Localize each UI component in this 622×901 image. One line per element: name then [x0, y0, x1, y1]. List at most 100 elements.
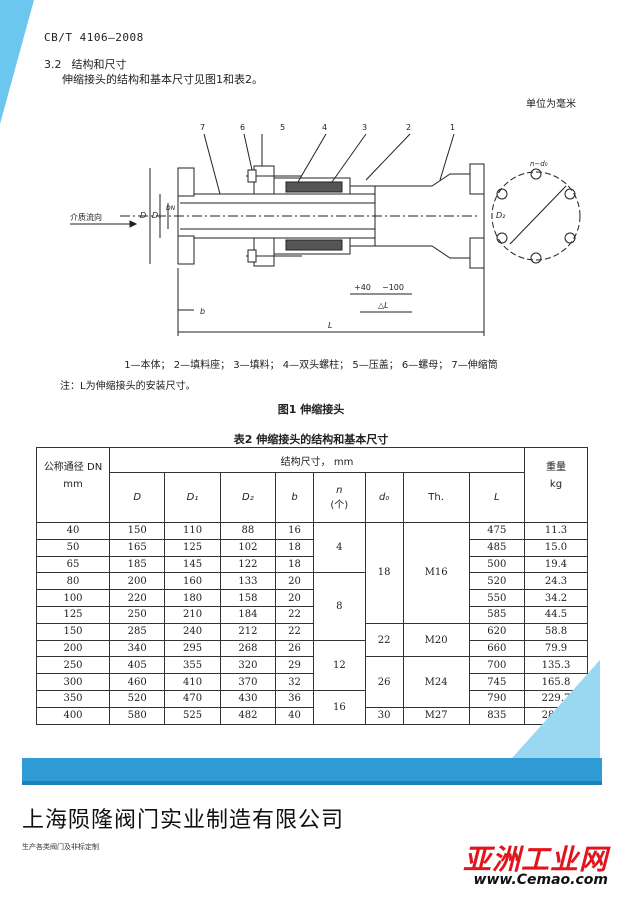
- table-row: 400 580 525 482 40 30 M27 835 281.7: [36, 706, 588, 725]
- header-col-n-label: n: [336, 484, 343, 496]
- cell-D: 185: [108, 555, 166, 574]
- cell-L: 485: [468, 538, 526, 557]
- section-title: 结构和尺寸: [71, 58, 127, 71]
- corner-decoration-bottom-right: [512, 660, 600, 758]
- cell-b: 22: [275, 622, 314, 641]
- header-dn: 公称通径 DN mm: [36, 447, 110, 523]
- cell-b: 40: [275, 706, 314, 725]
- cell-dn: 200: [36, 639, 110, 658]
- dim-b-label: b: [200, 307, 205, 316]
- cell-D1: 525: [164, 706, 221, 725]
- cell-D: 150: [108, 522, 166, 540]
- cell-weight: 58.8: [524, 622, 588, 641]
- cell-b: 32: [275, 673, 314, 691]
- dimensions-table: 公称通径 DN mm 结构尺寸， mm 重量 kg D D₁ D₂ b n (个…: [36, 447, 588, 725]
- part-5-label: 5: [280, 123, 285, 132]
- part-7-label: 7: [200, 123, 205, 132]
- table-row: 300 460 410 370 32 745 165.8: [36, 673, 588, 691]
- cell-b: 20: [275, 572, 314, 591]
- flow-direction-label: 介质流向: [70, 212, 102, 222]
- header-dn-label: 公称通径 DN: [43, 462, 103, 473]
- header-col-n: n (个): [312, 472, 366, 523]
- header-col-b: b: [275, 472, 314, 523]
- cell-D: 165: [108, 538, 166, 557]
- header-dims: 结构尺寸， mm: [109, 447, 525, 473]
- cell-dn: 400: [36, 706, 110, 725]
- cell-th: M16: [402, 522, 470, 624]
- cell-D: 580: [108, 706, 166, 725]
- cell-th: M20: [402, 622, 470, 658]
- cell-dn: 150: [36, 622, 110, 641]
- cell-dn: 65: [36, 555, 110, 574]
- cell-dn: 80: [36, 572, 110, 591]
- company-tagline: 生产各类阀门及非标定制: [22, 843, 99, 851]
- cell-b: 18: [275, 555, 314, 574]
- cell-D2: 482: [219, 706, 277, 725]
- cell-D: 340: [108, 639, 166, 658]
- cell-d0: 30: [364, 706, 404, 725]
- header-col-th: Th.: [402, 472, 470, 523]
- cell-dn: 300: [36, 673, 110, 691]
- cell-D2: 370: [219, 673, 277, 691]
- section-intro: 伸缩接头的结构和基本尺寸见图1和表2。: [62, 73, 263, 86]
- cell-d0: 18: [364, 522, 404, 624]
- cell-D1: 125: [164, 538, 221, 557]
- header-dn-unit: mm: [63, 479, 83, 490]
- dim-D-label: D: [140, 211, 146, 220]
- cell-dn: 100: [36, 589, 110, 607]
- section-number: 3.2: [44, 58, 62, 71]
- table-header-row-2: D D₁ D₂ b n (个) d₀ Th. L: [37, 472, 588, 523]
- part-1-label: 1: [450, 123, 455, 132]
- cell-n: 12: [312, 639, 366, 691]
- part-6-label: 6: [240, 123, 245, 132]
- cell-L: 550: [468, 589, 526, 607]
- cell-D1: 355: [164, 656, 221, 675]
- part-2-label: 2: [406, 123, 411, 132]
- cell-d0: 22: [364, 622, 404, 658]
- cell-D: 285: [108, 622, 166, 641]
- cell-D: 220: [108, 589, 166, 607]
- cell-D: 200: [108, 572, 166, 591]
- cell-D1: 160: [164, 572, 221, 591]
- cell-dn: 50: [36, 538, 110, 557]
- cell-L: 500: [468, 555, 526, 574]
- cell-dn: 125: [36, 605, 110, 624]
- table-row: 40 150 110 88 16 4 18 M16 475 11.3: [36, 521, 588, 624]
- cell-D: 460: [108, 673, 166, 691]
- unit-label: 单位为毫米: [526, 99, 576, 110]
- cell-L: 475: [468, 522, 526, 540]
- company-name: 上海陨隆阀门实业制造有限公司: [22, 808, 345, 833]
- cell-dn: 250: [36, 656, 110, 675]
- cell-b: 18: [275, 538, 314, 557]
- cell-D1: 295: [164, 639, 221, 658]
- table-row: 65 185 145 122 18 500 19.4: [36, 555, 588, 574]
- cell-n: 16: [312, 689, 366, 725]
- cell-th: M24: [402, 656, 470, 708]
- cell-D1: 410: [164, 673, 221, 691]
- dim-DN-label: DN: [166, 205, 176, 212]
- expansion-joint-drawing: 7 6 5 4 3 2 1 介质流向 D D₁ DN D₂ b +40 −100…: [70, 123, 581, 336]
- cell-D1: 470: [164, 689, 221, 708]
- cell-D2: 122: [219, 555, 277, 574]
- cell-weight: 34.2: [524, 589, 588, 607]
- cell-D1: 180: [164, 589, 221, 607]
- cell-D2: 184: [219, 605, 277, 624]
- header-col-D1: D₁: [164, 472, 221, 523]
- cell-weight: 44.5: [524, 605, 588, 624]
- cell-n: 8: [312, 572, 366, 641]
- header-col-D: D: [108, 472, 166, 523]
- part-3-label: 3: [362, 123, 367, 132]
- footer-accent-band: [22, 758, 602, 782]
- table-row: 50 165 125 102 18 485 15.0: [36, 538, 588, 557]
- table-row: 350 520 470 430 36 16 790 229.7: [36, 689, 588, 725]
- cell-n: 4: [312, 521, 366, 574]
- corner-decoration-top-left: [0, 0, 34, 124]
- table-row: 80 200 160 133 20 8 520 24.3: [36, 572, 588, 641]
- cell-d0: 26: [364, 656, 404, 708]
- part-4-label: 4: [322, 123, 327, 132]
- cell-weight: 24.3: [524, 572, 588, 591]
- table-row: 125 250 210 184 22 585 44.5: [36, 605, 588, 624]
- cell-D2: 133: [219, 572, 277, 591]
- cell-L: 585: [468, 605, 526, 624]
- figure-legend: 1—本体； 2—填料座； 3—填料； 4—双头螺柱； 5—压盖； 6—螺母； 7…: [124, 360, 498, 371]
